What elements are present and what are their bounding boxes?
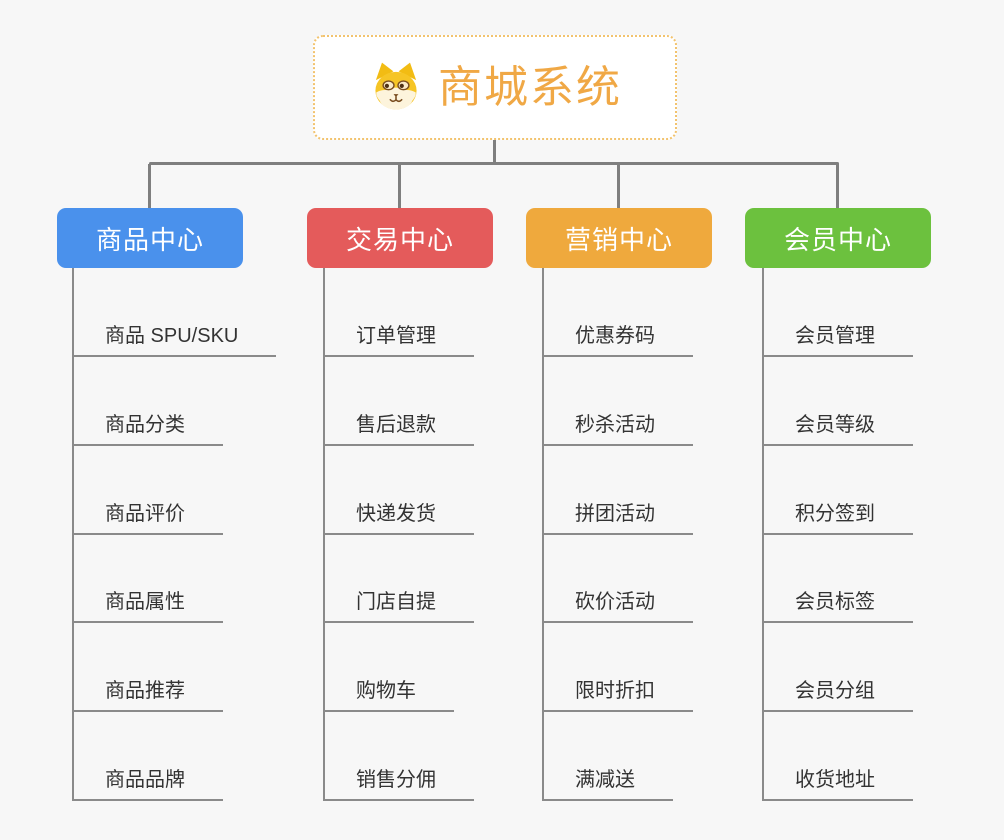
branch-box-member-center[interactable]: 会员中心 [745,208,931,268]
branch-label: 商品中心 [95,224,204,255]
branch-column-product-center: 商品 SPU/SKU 商品分类商品评价商品属性商品推荐商品品牌 [72,268,292,808]
branch-label: 交易中心 [345,224,454,255]
tree-item[interactable]: 订单管理 [323,323,474,357]
tree-item[interactable]: 商品评价 [72,501,223,535]
root-node-mall-system[interactable]: 商城系统 [313,35,677,140]
tree-item[interactable]: 商品分类 [72,412,223,446]
connector-branch-stub [148,164,151,208]
tree-item[interactable]: 快递发货 [323,501,474,535]
tree-item[interactable]: 商品品牌 [72,767,223,801]
tree-item[interactable]: 商品 SPU/SKU [72,323,277,357]
branch-column-member-center: 会员管理会员等级积分签到会员标签会员分组收货地址 [762,268,982,808]
branch-label: 营销中心 [564,224,673,255]
tree-item[interactable]: 商品属性 [72,589,223,623]
tree-item[interactable]: 购物车 [323,678,454,712]
dog-face-icon [375,62,417,109]
tree-item[interactable]: 会员管理 [762,323,913,357]
connector-branch-stub [617,164,620,208]
tree-item[interactable]: 商品推荐 [72,678,223,712]
tree-item[interactable]: 秒杀活动 [542,412,693,446]
root-title: 商城系统 [438,62,622,112]
connector-branch-stub [836,164,839,208]
tree-item[interactable]: 销售分佣 [323,767,474,801]
connector-horizontal-line [149,162,839,165]
branch-box-trade-center[interactable]: 交易中心 [307,208,493,268]
tree-item[interactable]: 会员等级 [762,412,913,446]
tree-item[interactable]: 售后退款 [323,412,474,446]
connector-root-stub [493,140,496,163]
tree-item[interactable]: 门店自提 [323,589,474,623]
tree-item[interactable]: 满减送 [542,767,673,801]
branch-box-product-center[interactable]: 商品中心 [57,208,243,268]
branch-label: 会员中心 [783,224,892,255]
tree-item[interactable]: 拼团活动 [542,501,693,535]
branch-column-trade-center: 订单管理售后退款快递发货门店自提购物车销售分佣 [323,268,543,808]
connector-branch-stub [398,164,401,208]
branch-box-marketing-center[interactable]: 营销中心 [526,208,712,268]
branch-column-marketing-center: 优惠券码秒杀活动拼团活动砍价活动限时折扣满减送 [542,268,762,808]
tree-item[interactable]: 会员标签 [762,589,913,623]
tree-item[interactable]: 限时折扣 [542,678,693,712]
tree-item[interactable]: 砍价活动 [542,589,693,623]
tree-item[interactable]: 积分签到 [762,501,913,535]
tree-item[interactable]: 优惠券码 [542,323,693,357]
tree-item[interactable]: 会员分组 [762,678,913,712]
tree-item[interactable]: 收货地址 [762,767,913,801]
